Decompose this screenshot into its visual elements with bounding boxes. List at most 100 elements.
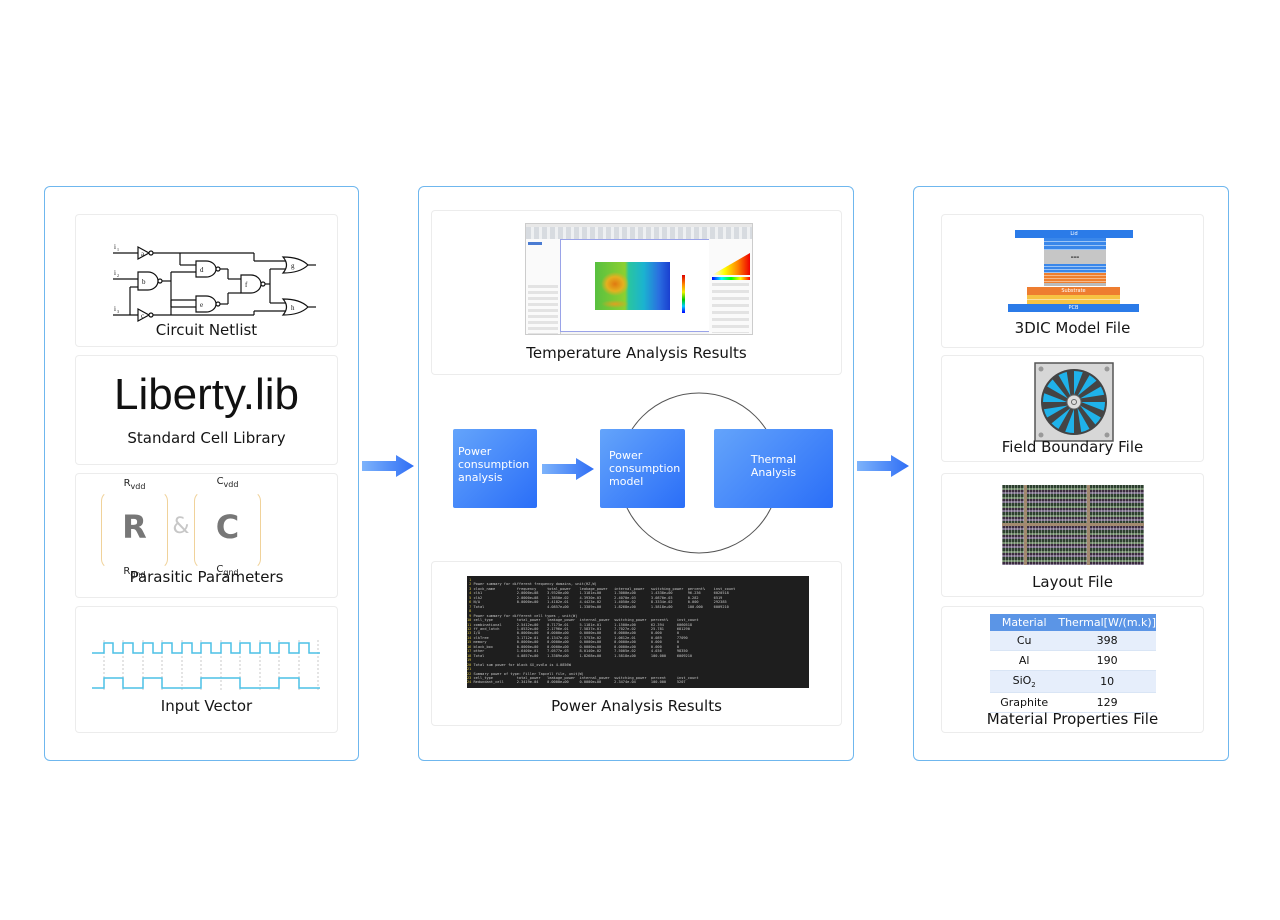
power-analysis-caption: Power Analysis Results [551, 697, 722, 715]
fan-blade [1074, 371, 1083, 395]
terminal-line: 20 Total sum power for block XX_xvdla is… [467, 662, 571, 667]
flow-arrow-icon [542, 458, 594, 480]
terminal-line: 2 Power summary for different frequency … [467, 582, 597, 587]
terminal-line: 13 I/O 0.0000e+00 0.0000e+00 0.0000e+00 … [467, 631, 680, 636]
terminal-line: 3 clock_name frequency total_power leaka… [467, 586, 736, 591]
c-symbol: C [215, 508, 240, 546]
material-table: Material Thermal[W/(m.k)] Cu 398 Al 190 … [990, 614, 1156, 714]
svg-text:b: b [142, 278, 146, 286]
terminal-line: 15 memory 0.0000e+00 0.0000e+00 0.0000e+… [467, 640, 680, 645]
material-properties-card: Material Thermal[W/(m.k)] Cu 398 Al 190 … [941, 606, 1204, 733]
parasitic-parameters-card: Rvdd R Rgnd & Cvdd C Cgnd Parasitic Para… [75, 473, 338, 598]
power-analysis-card: 1 2 Power summary for different frequenc… [431, 561, 842, 726]
svg-text:i: i [114, 243, 116, 251]
terminal-line: 5 clk2 2.0000e+08 1.3850e-02 4.3930e-03 … [467, 595, 723, 600]
flow-arrow-icon [362, 455, 414, 477]
table-row: Cu 398 [990, 631, 1156, 651]
terminal-line: 22 Summary power of type: Filler Tapcell… [467, 671, 584, 676]
input-vector-card: Input Vector [75, 606, 338, 733]
terminal-line: 8 [467, 609, 474, 614]
input-vector-caption: Input Vector [160, 697, 253, 715]
svg-text:i: i [114, 305, 116, 313]
standard-cell-library-card: Liberty.lib Standard Cell Library [75, 355, 338, 465]
svg-text:h: h [291, 304, 295, 312]
heatmap [595, 262, 670, 310]
terminal-line: 1 [467, 578, 474, 582]
substrate-layer: Substrate [1027, 287, 1120, 295]
svg-text:i: i [114, 269, 116, 277]
die-layer: ▬▬▬ [1044, 250, 1106, 264]
field-boundary-card: Field Boundary File [941, 355, 1204, 462]
terminal-line: 4 clk1 2.0000e+08 3.9320e+00 1.3181e+00 … [467, 591, 729, 596]
thermal-analysis-box: Thermal Analysis [714, 429, 833, 508]
power-consumption-model-box: Power consumption model [600, 429, 685, 508]
standard-cell-library-caption: Standard Cell Library [127, 429, 286, 447]
fan-blade [1051, 408, 1071, 429]
c-vdd-label: Cvdd [216, 476, 239, 489]
fan-blade [1080, 405, 1101, 425]
svg-text:1: 1 [117, 247, 119, 252]
c-gnd-label: Cgnd [216, 564, 239, 577]
terminal-line: 23 cell_type total_power leakage_power i… [467, 675, 699, 680]
outputs-panel: Lid ▬▬▬ Substrate PCB 3DIC Model File Fi… [913, 186, 1229, 761]
liberty-title: Liberty.lib [113, 370, 300, 419]
terminal-line: 24 Redundant_cell 2.3419e-04 0.0000e+00 … [467, 680, 686, 685]
terminal-line: 16 black_box 0.0000e+00 0.0000e+00 0.000… [467, 644, 680, 649]
r-symbol: R [122, 508, 147, 546]
fan-blade [1043, 393, 1067, 402]
svg-text:d: d [200, 266, 204, 274]
table-row: SiO2 10 [990, 670, 1156, 694]
terminal-line: 6 N/A 0.0000e+00 1.4182e-01 4.4423e-02 1… [467, 600, 727, 605]
analysis-panel: Temperature Analysis Results Power consu… [418, 186, 854, 761]
fan-blade [1077, 408, 1090, 433]
svg-text:g: g [291, 262, 295, 270]
table-row: Al 190 [990, 650, 1156, 671]
pcb-layer: PCB [1008, 304, 1139, 312]
r-vdd-label: Rvdd [123, 478, 146, 491]
field-boundary-caption: Field Boundary File [1001, 438, 1144, 456]
terminal-line: 18 Total 4.0857e+00 1.3389e+00 1.8268e+0… [467, 653, 693, 658]
terminal-line: 11 combinational 2.5412e+00 0.7173e-01 5… [467, 622, 693, 627]
temperature-screenshot [525, 223, 753, 335]
c-bracket [194, 491, 261, 569]
svg-text:f: f [245, 281, 248, 289]
thermal-header: Thermal[W/(m.k)] [1058, 614, 1156, 631]
temperature-analysis-caption: Temperature Analysis Results [526, 344, 747, 362]
svg-text:2: 2 [117, 273, 119, 278]
table-row: Graphite 129 [990, 692, 1156, 714]
terminal-line: 10 cell_type total_power leakage_power i… [467, 618, 699, 623]
layout-file-caption: Layout File [1032, 573, 1113, 591]
power-report-terminal: 1 2 Power summary for different frequenc… [467, 576, 809, 688]
terminal-line: 9 Power summary for different cell types… [467, 613, 578, 618]
fan-blade [1081, 402, 1105, 411]
lid-layer: Lid [1015, 230, 1133, 238]
terminal-line: 19 [467, 658, 474, 663]
terminal-line: 14 clkTree 3.1712e-01 6.1347e-02 7.5753e… [467, 635, 688, 640]
svg-text:c: c [141, 312, 144, 320]
fan-blade [1043, 405, 1068, 418]
layout-file-card: Layout File [941, 473, 1204, 597]
r-gnd-label: Rgnd [123, 566, 146, 579]
flow-arrow-icon [857, 455, 909, 477]
material-properties-caption: Material Properties File [986, 710, 1159, 728]
fan-blade [1080, 386, 1105, 399]
3dic-model-caption: 3DIC Model File [1014, 319, 1131, 337]
fan-blade [1047, 379, 1068, 399]
layout-image [1002, 485, 1144, 565]
svg-text:e: e [200, 301, 203, 309]
terminal-line: 7 Total 4.0857e+00 1.3389e+00 1.8268e+00… [467, 604, 729, 609]
temperature-analysis-card: Temperature Analysis Results [431, 210, 842, 375]
terminal-line: 21 [467, 667, 474, 672]
fan-icon [1034, 362, 1114, 442]
fan-blade [1077, 375, 1097, 396]
fan-blade [1058, 371, 1071, 396]
terminal-line: 12 ff_and_latch 1.0532e+00 2.1796e-01 7.… [467, 626, 690, 631]
power-consumption-analysis-box: Power consumption analysis [453, 429, 537, 508]
fan-blade [1065, 409, 1074, 433]
3dic-model-card: Lid ▬▬▬ Substrate PCB 3DIC Model File [941, 214, 1204, 348]
parasitic-parameters-caption: Parasitic Parameters [129, 568, 284, 586]
svg-text:a: a [141, 250, 145, 258]
